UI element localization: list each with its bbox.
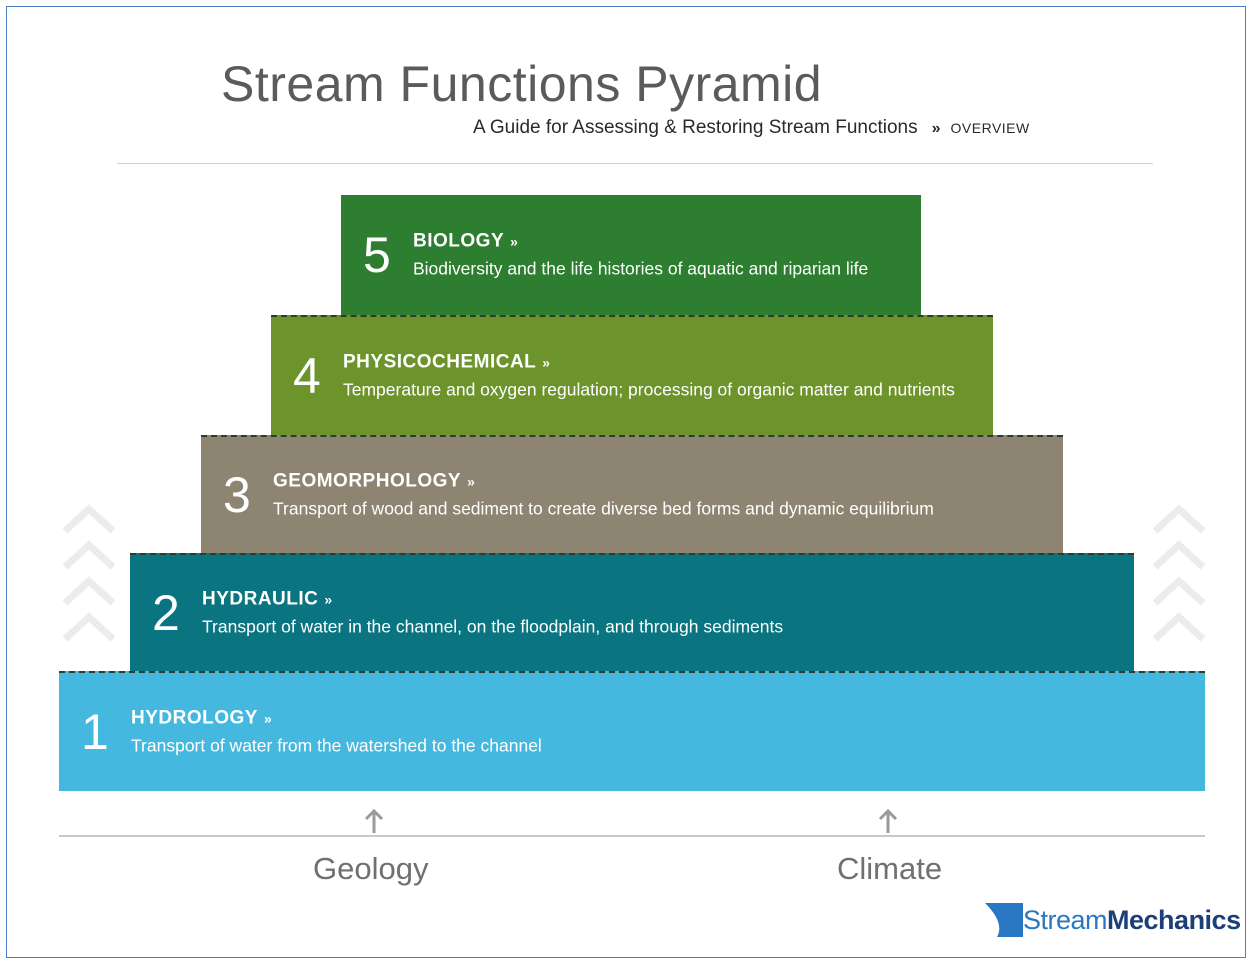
subtitle-row: A Guide for Assessing & Restoring Stream… xyxy=(473,117,1030,139)
tier-text: BIOLOGY » Biodiversity and the life histo… xyxy=(413,231,868,280)
page-title: Stream Functions Pyramid xyxy=(221,56,823,112)
tier-description: Temperature and oxygen regulation; proce… xyxy=(343,379,955,400)
tier-number: 2 xyxy=(152,585,180,641)
left-chevrons-icon xyxy=(62,504,116,642)
tier-link-arrow: » xyxy=(263,710,272,727)
section-label[interactable]: OVERVIEW xyxy=(950,120,1030,136)
tier-link-arrow: » xyxy=(542,354,551,371)
tier-number: 3 xyxy=(223,467,251,523)
tier-description: Biodiversity and the life histories of a… xyxy=(413,258,869,279)
header-divider xyxy=(117,163,1153,164)
stream-mechanics-logo: StreamMechanics xyxy=(1023,905,1241,935)
tier-text: PHYSICOCHEMICAL » Temperature and oxygen … xyxy=(343,352,955,401)
tier-text: HYDROLOGY » Transport of water from the w… xyxy=(131,708,542,757)
tier-name[interactable]: PHYSICOCHEMICAL xyxy=(343,351,537,373)
tier-hydrology[interactable]: 1 HYDROLOGY » Transport of water from the… xyxy=(59,671,1205,791)
tier-geomorphology[interactable]: 3 GEOMORPHOLOGY » Transport of wood and s… xyxy=(201,435,1063,553)
climate-label: Climate xyxy=(837,851,943,886)
tier-name[interactable]: BIOLOGY xyxy=(413,230,505,252)
tier-description: Transport of wood and sediment to create… xyxy=(273,498,934,519)
tier-link-arrow: » xyxy=(324,591,333,608)
geology-label: Geology xyxy=(313,851,429,886)
stream-mechanics-logo-icon xyxy=(985,903,1023,937)
tier-number: 1 xyxy=(81,704,109,760)
foundation-line xyxy=(59,835,1205,837)
right-chevrons-icon xyxy=(1152,504,1206,642)
tier-link-arrow: » xyxy=(510,233,518,250)
tier-number: 4 xyxy=(293,348,321,404)
diagram-frame: Stream Functions Pyramid A Guide for Ass… xyxy=(6,6,1246,958)
tier-link-arrow: » xyxy=(467,473,475,490)
subtitle-separator: » xyxy=(931,120,941,137)
tier-name[interactable]: HYDROLOGY xyxy=(131,707,258,729)
geology-arrow-up-icon xyxy=(364,808,384,833)
tier-physicochemical[interactable]: 4 PHYSICOCHEMICAL » Temperature and oxyge… xyxy=(271,315,993,435)
tier-name[interactable]: GEOMORPHOLOGY xyxy=(273,470,462,492)
tier-text: HYDRAULIC » Transport of water in the cha… xyxy=(202,589,783,638)
tier-number: 5 xyxy=(363,227,391,283)
climate-arrow-up-icon xyxy=(878,808,898,833)
tier-description: Transport of water from the watershed to… xyxy=(131,735,542,756)
tier-hydraulic[interactable]: 2 HYDRAULIC » Transport of water in the c… xyxy=(130,553,1134,671)
tier-text: GEOMORPHOLOGY » Transport of wood and sed… xyxy=(273,471,934,520)
tier-description: Transport of water in the channel, on th… xyxy=(202,616,784,637)
tier-name[interactable]: HYDRAULIC xyxy=(202,588,319,610)
tier-biology[interactable]: 5 BIOLOGY » Biodiversity and the life his… xyxy=(341,195,921,315)
subtitle: A Guide for Assessing & Restoring Stream… xyxy=(473,117,918,138)
